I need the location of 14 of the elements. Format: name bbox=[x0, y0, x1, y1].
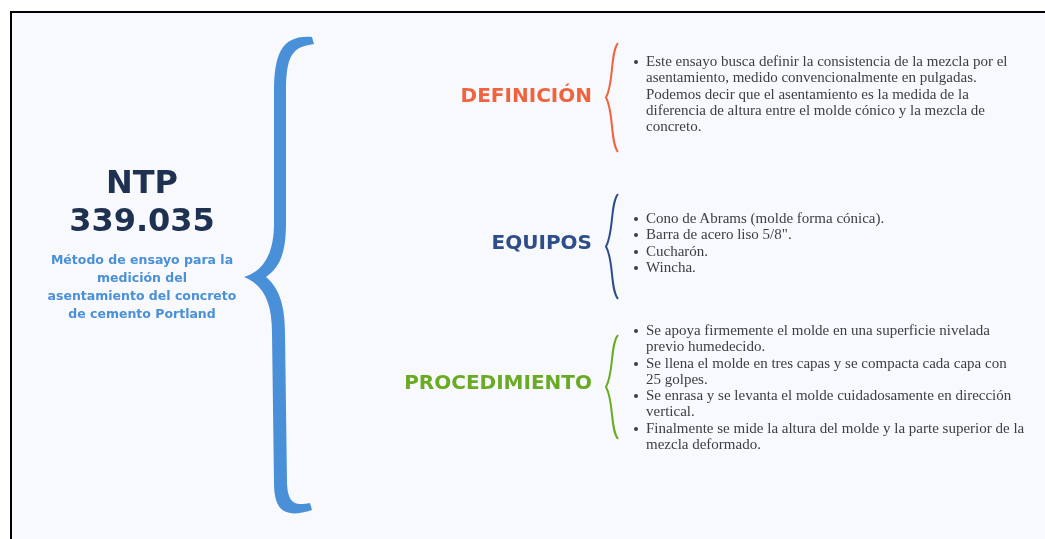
list-item: Finalmente se mide la altura del molde y la parte superior de la mezcla deformado. bbox=[646, 419, 1025, 453]
list-item: Se llena el molde en tres capas y se compacta cada capa con 25 golpes. bbox=[646, 354, 1008, 388]
subtitle: Método de ensayo para la medición del asentamiento del concreto de cemento Portland bbox=[47, 251, 237, 323]
list-item: Cucharón. bbox=[646, 242, 709, 259]
list-item: Cono de Abrams (molde forma cónica). bbox=[646, 210, 885, 227]
list-item: Se enrasa y se levanta el molde cuidadosamente en dirección vertical. bbox=[646, 387, 1013, 420]
list-item: Barra de acero liso 5/8". bbox=[646, 226, 792, 243]
list-item: Wincha. bbox=[646, 258, 696, 276]
list-item: Se apoya firmemente el molde en una superficie nivelada previo humedecido. bbox=[646, 322, 992, 355]
list-item: Este ensayo busca definir la consistencia de la mezcla por el asentamiento, medido convencionalmente en pulgadas. Podemos decir que el asentamiento es la medida de la diferencia de altura entre el molde cónico y la mezcla de concreto. bbox=[646, 53, 1009, 135]
category-heading: DEFINICIÓN bbox=[460, 83, 592, 107]
category-heading: EQUIPOS bbox=[491, 230, 592, 254]
title: NTP 339.035 bbox=[68, 163, 216, 239]
category-heading: PROCEDIMIENTO bbox=[404, 370, 592, 394]
